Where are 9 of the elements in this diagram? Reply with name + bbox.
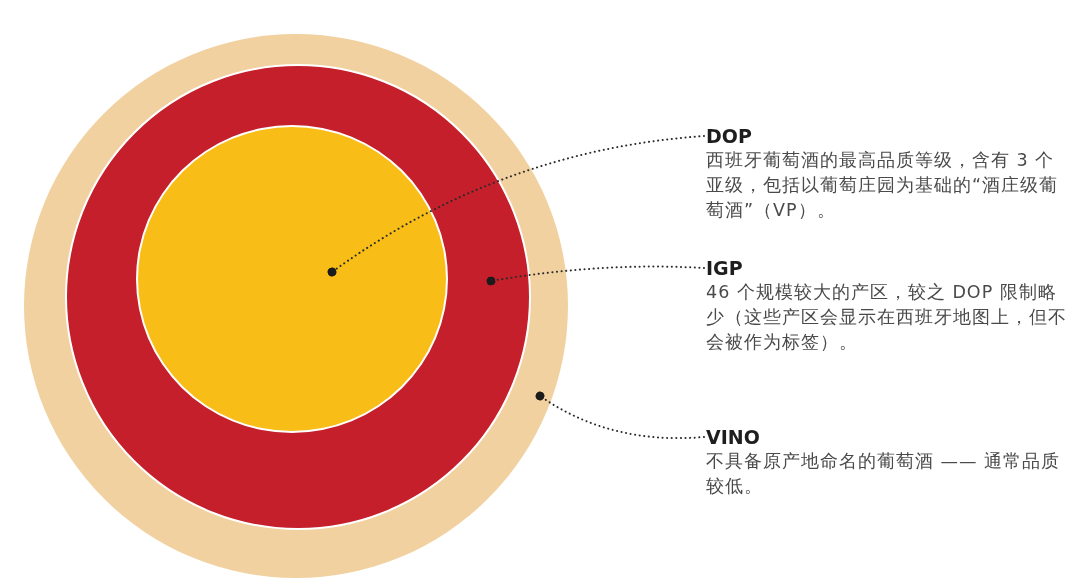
leader-line <box>327 135 705 277</box>
leader-line <box>535 391 705 440</box>
description: 西班牙葡萄酒的最高品质等级，含有 3 个亚级，包括以葡萄庄园为基础的“酒庄级葡萄酒”（VP）。 <box>706 149 1060 222</box>
leader-line <box>486 265 705 286</box>
description: 46 个规模较大的产区，较之 DOP 限制略少（这些产区会显示在西班牙地图上，但不会被作为标签）。 <box>706 281 1068 354</box>
heading: VINO <box>706 425 760 449</box>
heading: DOP <box>706 124 752 148</box>
heading: IGP <box>706 256 743 280</box>
description: 不具备原产地命名的葡萄酒 —— 通常品质较低。 <box>706 450 1062 498</box>
